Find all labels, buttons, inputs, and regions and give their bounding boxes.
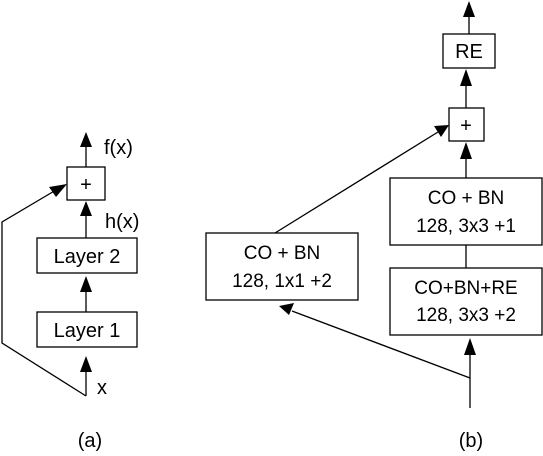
- skip-connection-a: [1, 189, 87, 397]
- input-trunk-b-head: [464, 338, 476, 355]
- add-symbol-a: +: [80, 174, 92, 196]
- layer2-label: Layer 2: [54, 246, 121, 268]
- conv-block-bottom-line2: 128, 3x3 +2: [416, 305, 516, 326]
- conv-block-top: [389, 177, 543, 246]
- shortcut-block: [205, 232, 359, 301]
- layer1-box: [36, 311, 138, 348]
- conv-block-top-line2: 128, 3x3 +1: [416, 216, 516, 237]
- panel-b: CO+BN+RE 128, 3x3 +2 CO + BN 128, 3x3 +1…: [205, 1, 543, 452]
- fx-label: f(x): [104, 137, 133, 159]
- layer2-to-add-head: [80, 201, 92, 216]
- shortcut-branch-line: [291, 310, 471, 379]
- layer2-box: [36, 237, 138, 274]
- skip-connection-a-head: [49, 184, 67, 197]
- hx-label: h(x): [105, 211, 139, 233]
- caption-b: (b): [459, 430, 483, 452]
- panel-a: Layer 1 Layer 2 h(x) + f(x) x (a): [1, 132, 139, 452]
- add-to-re-head: [460, 69, 472, 86]
- layer1-label: Layer 1: [54, 320, 121, 342]
- conv-block-bottom-line1: CO+BN+RE: [414, 278, 517, 299]
- caption-a: (a): [78, 430, 102, 452]
- input-arrow-head: [80, 356, 92, 372]
- conv-block-top-line1: CO + BN: [428, 188, 505, 209]
- shortcut-branch-head: [279, 303, 294, 315]
- conv-to-add-head: [460, 142, 472, 159]
- add-node-a: [66, 166, 106, 201]
- shortcut-to-add-head: [434, 125, 449, 137]
- re-output-head: [463, 1, 475, 17]
- re-label: RE: [455, 41, 483, 63]
- shortcut-block-line1: CO + BN: [244, 243, 321, 264]
- shortcut-to-add-line: [274, 131, 439, 234]
- output-arrow-head: [80, 132, 92, 147]
- x-label: x: [97, 377, 107, 399]
- add-symbol-b: +: [460, 115, 472, 137]
- shortcut-block-line2: 128, 1x1 +2: [232, 271, 332, 292]
- layer1-to-layer2-head: [80, 276, 92, 292]
